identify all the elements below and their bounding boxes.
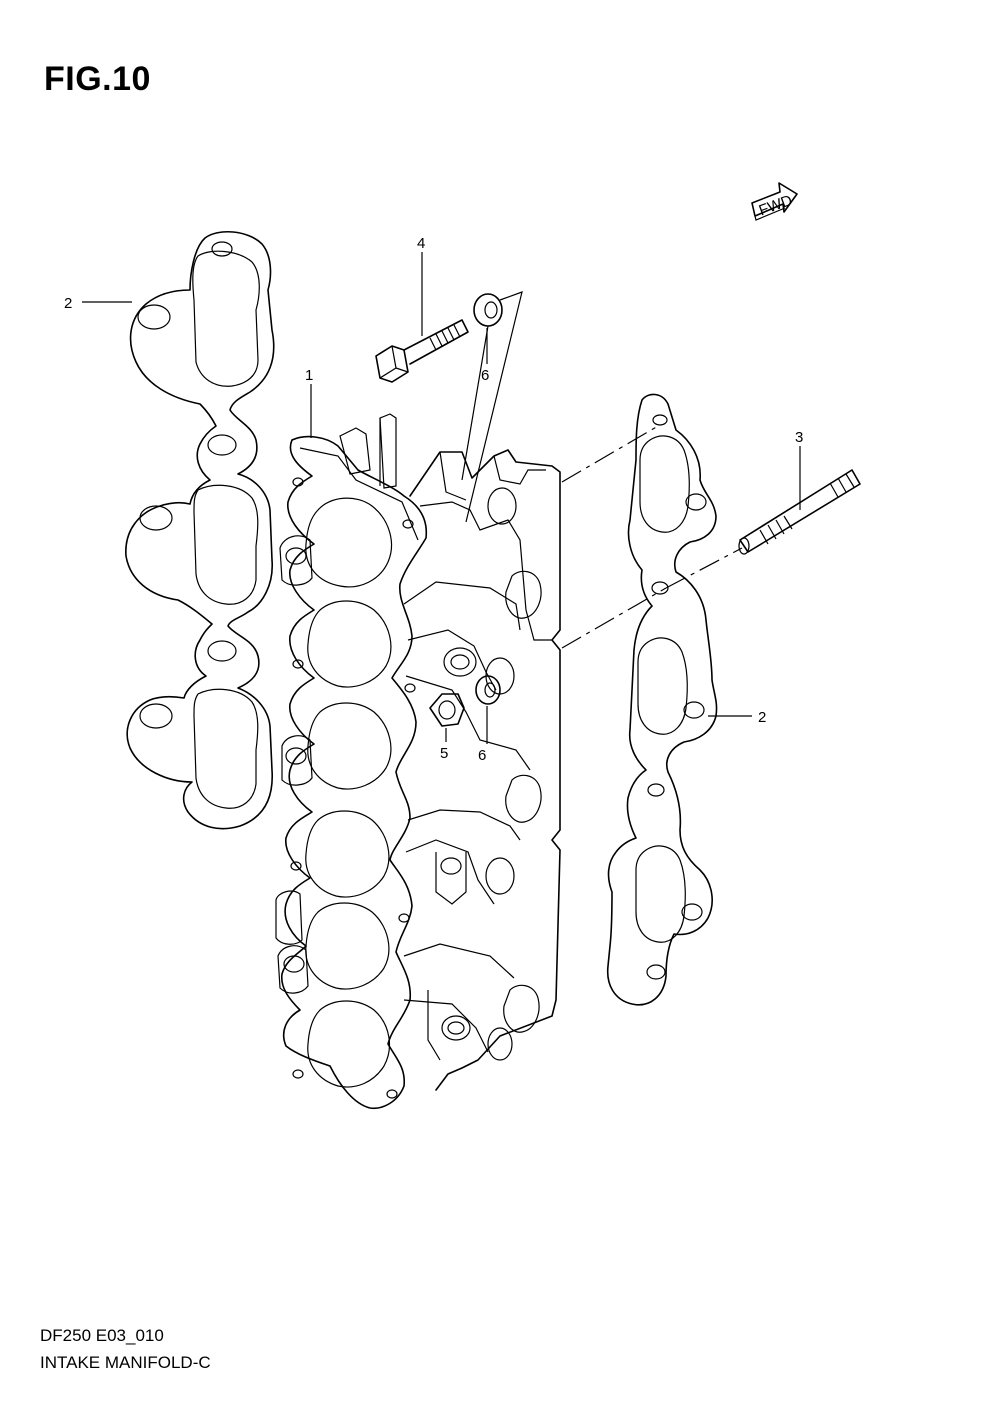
intake-manifold[interactable]: [275, 413, 561, 1110]
explode-line-bolt: [465, 291, 523, 523]
callout-4: 4: [417, 235, 425, 252]
callout-6-middle: 6: [478, 747, 486, 764]
washer-top[interactable]: [473, 293, 503, 327]
fwd-label: FWD: [757, 192, 795, 220]
figure-code: DF250 E03_010: [40, 1326, 164, 1345]
fwd-arrow-icon: FWD: [751, 182, 798, 221]
bolt[interactable]: [375, 319, 469, 383]
figure-name: INTAKE MANIFOLD-C: [40, 1353, 211, 1372]
gasket-right[interactable]: [606, 393, 718, 1006]
washer-middle[interactable]: [475, 675, 501, 705]
explode-line-stud: [665, 547, 743, 589]
callout-1: 1: [305, 367, 313, 384]
explode-line-gasket-mid: [561, 587, 667, 649]
nut[interactable]: [429, 693, 465, 727]
callout-6-top: 6: [481, 367, 489, 384]
callout-3: 3: [795, 429, 803, 446]
explode-line-gasket-top: [561, 425, 659, 483]
stud[interactable]: [738, 469, 861, 555]
explode-line-bolt-2: [461, 325, 489, 481]
callout-5: 5: [440, 745, 448, 762]
callout-2-right: 2: [758, 709, 766, 726]
callout-2-left: 2: [64, 295, 72, 312]
figure-title: FIG.10: [44, 60, 151, 98]
gasket-left[interactable]: [125, 230, 275, 830]
